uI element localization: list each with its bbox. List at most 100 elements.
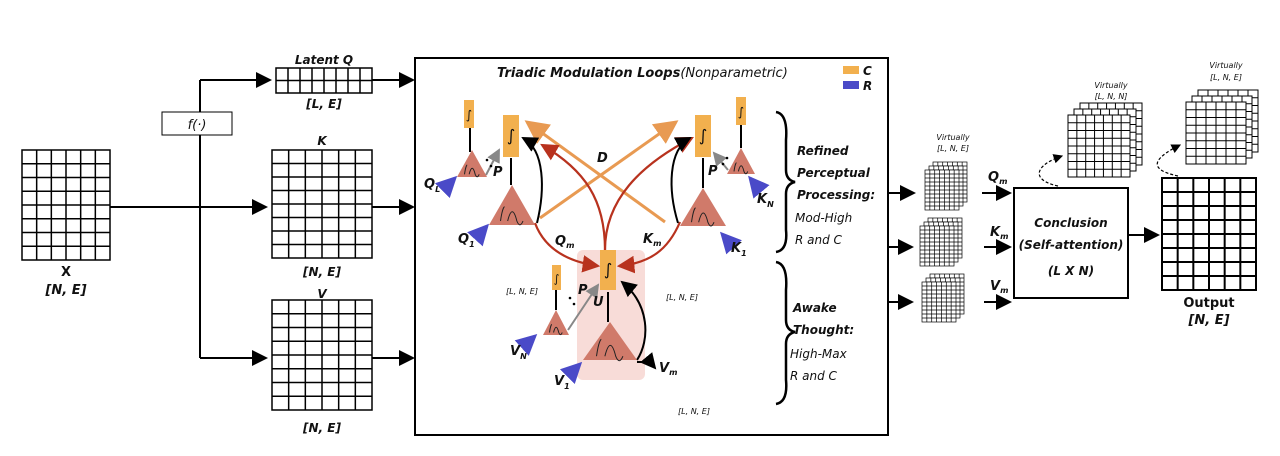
label-p-center: P — [578, 283, 588, 298]
label-qm: Qm — [555, 234, 574, 250]
latent-q-label: Latent Q — [295, 53, 353, 67]
neuron-kn — [727, 148, 755, 175]
vm-out-stack-layer — [921, 281, 957, 323]
k-label: K — [317, 134, 328, 148]
output-shape: [N, E] — [1187, 313, 1229, 328]
brace-awake — [775, 260, 796, 406]
integrator-k1: ∫ — [695, 115, 711, 157]
label-k1: K1 — [731, 241, 747, 258]
integrator-vn: ∫ — [552, 265, 561, 290]
feedback-arrows — [469, 125, 742, 370]
virtual-lne-shape: [L, N, E] — [1210, 73, 1242, 82]
virtual-qm-shape: [L, N, E] — [937, 144, 969, 153]
brace-refined — [775, 110, 796, 254]
integrator-q1: ∫ — [503, 115, 519, 157]
label-v1: V1 — [554, 374, 570, 391]
tml-box — [414, 57, 889, 436]
ellipsis-dot — [489, 164, 493, 168]
refined-line5: R and C — [795, 233, 843, 247]
p-arrows — [485, 148, 729, 331]
svg-text:∫: ∫ — [466, 108, 472, 122]
integrator-vm: ∫ — [600, 250, 616, 290]
input-label: X — [61, 265, 71, 280]
label-kn: KN — [757, 192, 774, 209]
label-p-left: P — [493, 165, 503, 180]
stack-shape-vm: [L, N, E] — [678, 407, 710, 416]
k-grid — [271, 149, 373, 259]
integrator-ql: ∫ — [464, 100, 474, 128]
awake-text: Awake Thought: High-Max R and C — [790, 301, 854, 383]
legend-c-label: C — [863, 64, 872, 78]
virtual-lnn-label: Virtually — [1094, 81, 1128, 90]
label-vm: Vm — [659, 361, 677, 377]
conclusion-line1: Conclusion — [1034, 216, 1107, 230]
v-label: V — [317, 287, 328, 301]
function-box — [161, 111, 233, 136]
ellipsis-dot — [721, 162, 725, 166]
v-shape: [N, E] — [302, 421, 341, 435]
function-label: f(·) — [188, 118, 207, 133]
label-vn: VN — [510, 344, 527, 361]
legend-r-swatch — [843, 81, 859, 89]
label-p-right: P — [708, 164, 718, 179]
virtual-lnn-shape: [L, N, N] — [1095, 92, 1128, 101]
ellipsis-dot — [725, 156, 729, 160]
neuron-ql — [457, 150, 487, 178]
neuron-k1 — [680, 188, 726, 227]
label-u: U — [593, 295, 604, 310]
neuron-v1 — [583, 322, 637, 362]
refined-line2: Perceptual — [797, 166, 871, 180]
ellipsis-dot — [572, 302, 576, 306]
v-grid — [271, 299, 373, 411]
refined-line4: Mod-High — [795, 211, 852, 225]
refined-line1: Refined — [797, 144, 849, 158]
output-grid — [1161, 177, 1257, 291]
tml-labels: QL Q1 KN K1 VN V1 Qm Km Vm D P P P U [L,… — [424, 151, 774, 416]
km-stack-layer — [919, 225, 955, 267]
neuron-vn — [543, 310, 569, 336]
refined-line3: Processing: — [797, 188, 875, 202]
ellipsis-dot — [485, 158, 489, 162]
qm-label: Qm — [988, 170, 1007, 186]
stack-shape-right: [L, N, E] — [666, 293, 698, 302]
svg-text:∫: ∫ — [604, 260, 612, 279]
svg-text:∫: ∫ — [554, 273, 560, 286]
input-x-grid — [21, 149, 111, 261]
awake-line2: Thought: — [793, 323, 854, 337]
label-ql: QL — [424, 177, 440, 194]
tml-title: Triadic Modulation Loops(Nonparametric) — [497, 66, 788, 81]
virtual-lne-stack — [1185, 89, 1259, 165]
svg-text:∫: ∫ — [507, 126, 515, 145]
vm-out-stack — [921, 273, 965, 323]
km-label: Km — [990, 225, 1008, 241]
virtual-qm-label: Virtually — [936, 133, 970, 142]
awake-line4: R and C — [790, 369, 838, 383]
label-km: Km — [643, 232, 661, 248]
stack-shape-left: [L, N, E] — [506, 287, 538, 296]
awake-line3: High-Max — [790, 347, 848, 361]
attn-lnn-stack — [1067, 102, 1143, 178]
conclusion-line3: (L X N) — [1048, 264, 1094, 278]
dendrite-arrows — [524, 120, 679, 224]
latent-q-shape: [L, E] — [305, 97, 342, 111]
awake-line1: Awake — [792, 301, 837, 315]
label-q1: Q1 — [458, 232, 475, 249]
svg-text:∫: ∫ — [699, 126, 707, 145]
virtual-lne-label: Virtually — [1209, 61, 1243, 70]
neuron-layer: ∫ ∫ ∫ ∫ ∫ ∫ — [457, 97, 755, 362]
neuron-q1 — [489, 185, 535, 226]
integrator-kn: ∫ — [736, 97, 746, 125]
r-input-arrows — [434, 175, 770, 385]
legend-r-label: R — [863, 79, 872, 93]
qm-stack-layer — [924, 169, 960, 211]
label-d: D — [597, 151, 608, 166]
ellipsis-dot — [568, 296, 572, 300]
refined-text: Refined Perceptual Processing: Mod-High … — [795, 144, 875, 247]
conclusion-box — [1013, 187, 1129, 299]
input-shape: [N, E] — [44, 283, 86, 298]
conclusion-line2: (Self-attention) — [1019, 238, 1124, 252]
k-shape: [N, E] — [302, 265, 341, 279]
right-connectors — [888, 144, 1182, 310]
